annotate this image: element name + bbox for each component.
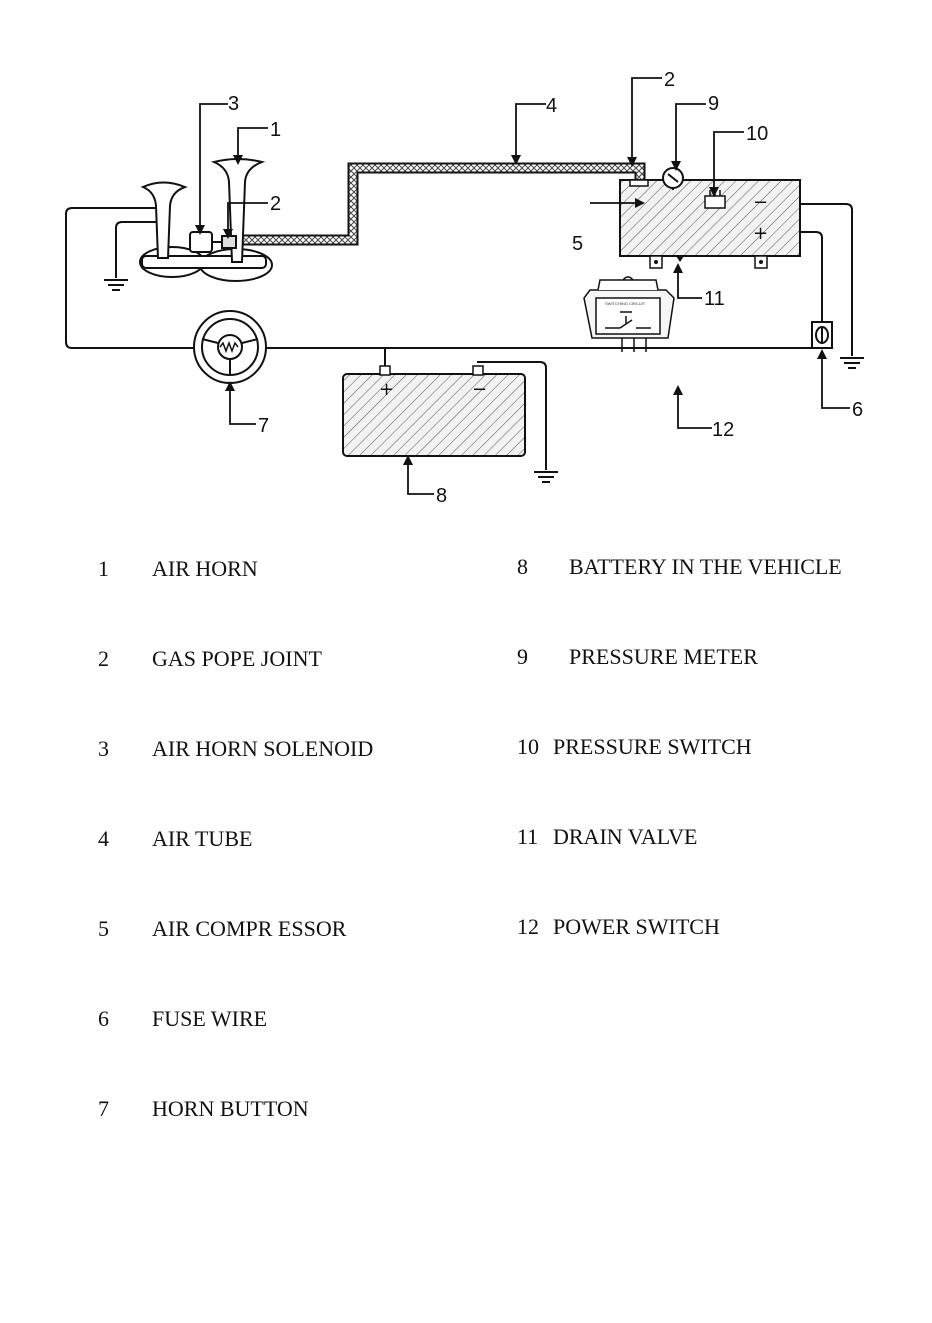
wiring-diagram: − + SWITCHING CIRCUIT [65,69,864,507]
callout-2-horn: 2 [270,193,281,215]
callout-5: 5 [572,233,583,255]
callout-6: 6 [852,399,863,421]
switch-label: SWITCHING CIRCUIT [605,301,646,306]
callout-9: 9 [708,93,719,115]
ground-symbol-horn [104,279,128,291]
leader-lines [195,77,850,495]
callout-4: 4 [546,95,557,117]
callout-12: 12 [712,419,734,441]
compressor-minus-terminal: − [753,192,768,213]
battery-plus-terminal: + [379,379,394,400]
pressure-meter [662,167,684,190]
horn-button [193,310,267,384]
wiring [65,203,853,470]
battery [342,365,526,457]
power-switch [583,276,675,352]
battery-minus-terminal: − [472,379,487,400]
air-tube [240,162,646,246]
air-horn-solenoid [189,231,237,253]
compressor-plus-terminal: + [753,223,768,244]
callout-10: 10 [746,123,768,145]
callout-8: 8 [436,485,447,507]
ground-symbol-compressor [840,357,864,369]
air-horn [139,158,273,282]
callout-1: 1 [270,119,281,141]
callout-11: 11 [704,288,725,310]
callout-2-compressor: 2 [664,69,675,91]
callout-3: 3 [228,93,239,115]
callout-7: 7 [258,415,269,437]
ground-symbol-battery [534,471,558,483]
fuse-wire [811,321,833,349]
